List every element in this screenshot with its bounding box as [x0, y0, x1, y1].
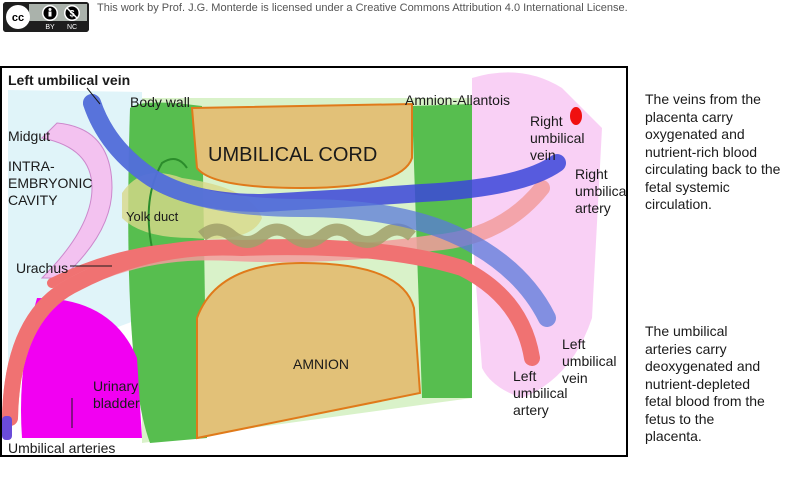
veins-note-line: The veins from the [645, 91, 761, 107]
badge-by-text: BY [45, 24, 55, 31]
label-right-umbilical-artery-2: umbilical [575, 183, 628, 199]
umbilical-cord-diagram: Left umbilical vein Body wall Amnion-All… [0, 66, 628, 457]
label-left-umbilical-artery-1: Left [513, 368, 537, 384]
left-umbilical-artery [2, 239, 540, 426]
veins-note-line: circulating back to the [645, 161, 781, 177]
label-left-umbilical-vein-1: Left [562, 336, 586, 352]
upper-amnion [190, 102, 413, 190]
arteries-note-line: fetus to the [645, 410, 715, 427]
label-left-umbilical-vein-top: Left umbilical vein [8, 72, 131, 88]
arteries-note-line: arteries carry [645, 340, 727, 357]
placental-red-dot [570, 107, 582, 125]
left-umbilical-vein [83, 94, 556, 327]
arteries-note: The umbilical arteries carry deoxygenate… [645, 323, 795, 446]
cc-license-badge: cc $ BY NC [3, 2, 89, 32]
arteries-note-line: fetal blood from the [645, 393, 765, 409]
arteries-note-line: placenta. [645, 428, 702, 444]
label-body-wall: Body wall [130, 94, 190, 110]
label-right-umbilical-vein-1: Right [530, 113, 563, 129]
label-intraembryonic-1: INTRA- [8, 158, 55, 174]
left-umbilical-vein-leader [86, 87, 101, 105]
veins-note-line: placenta carry [645, 108, 733, 125]
body-wall-outline [147, 158, 188, 249]
diagram-illustration [2, 72, 602, 443]
veins-note-line: fetal systemic [645, 178, 730, 195]
arteries-note-line: The umbilical [645, 323, 728, 339]
label-right-umbilical-vein-2: umbilical [530, 130, 585, 146]
label-right-umbilical-artery-1: Right [575, 166, 608, 182]
label-intraembryonic-2: EMBRYONIC [8, 175, 93, 191]
placenta-region [472, 72, 602, 398]
label-umbilical-cord: UMBILICAL CORD [208, 144, 378, 166]
cc-badge-icon: cc $ BY NC [3, 2, 89, 32]
arteries-note-line: deoxygenated and [645, 358, 761, 374]
label-urachus: Urachus [16, 260, 69, 276]
license-text: This work by Prof. J.G. Monterde is lice… [97, 2, 628, 14]
arteries-note-line: nutrient-depleted [645, 375, 751, 392]
label-intraembryonic-3: CAVITY [8, 192, 58, 208]
veins-note-line: oxygenated and [645, 126, 745, 142]
label-left-umbilical-artery-2: umbilical [513, 385, 568, 401]
umbilical-arteries-stub [2, 416, 12, 440]
label-amnion: AMNION [293, 356, 349, 372]
label-yolk-duct: Yolk duct [126, 209, 179, 224]
veins-note: The veins from the placenta carry oxygen… [645, 91, 795, 214]
veins-note-line: nutrient-rich blood [645, 143, 758, 160]
badge-nc-text: NC [67, 24, 77, 31]
amnion-allantois-wall [412, 104, 472, 398]
badge-cc-text: cc [12, 12, 24, 24]
label-urinary-bladder-1: Urinary [93, 378, 139, 394]
veins-note-line: circulation. [645, 196, 712, 212]
label-midgut: Midgut [8, 128, 51, 144]
label-amnion-allantois: Amnion-Allantois [405, 92, 511, 108]
label-left-umbilical-vein-2: umbilical [562, 353, 617, 369]
label-right-umbilical-artery-3: artery [575, 200, 611, 216]
label-umbilical-arteries: Umbilical arteries [8, 440, 116, 456]
label-left-umbilical-vein-3: vein [562, 370, 588, 386]
cord-coiled-vessels [198, 223, 416, 248]
label-right-umbilical-vein-3: vein [530, 147, 556, 163]
urinary-bladder [21, 298, 142, 438]
lower-amnion [196, 261, 422, 440]
label-urinary-bladder-2: bladder [93, 395, 140, 411]
label-left-umbilical-artery-3: artery [513, 402, 549, 418]
